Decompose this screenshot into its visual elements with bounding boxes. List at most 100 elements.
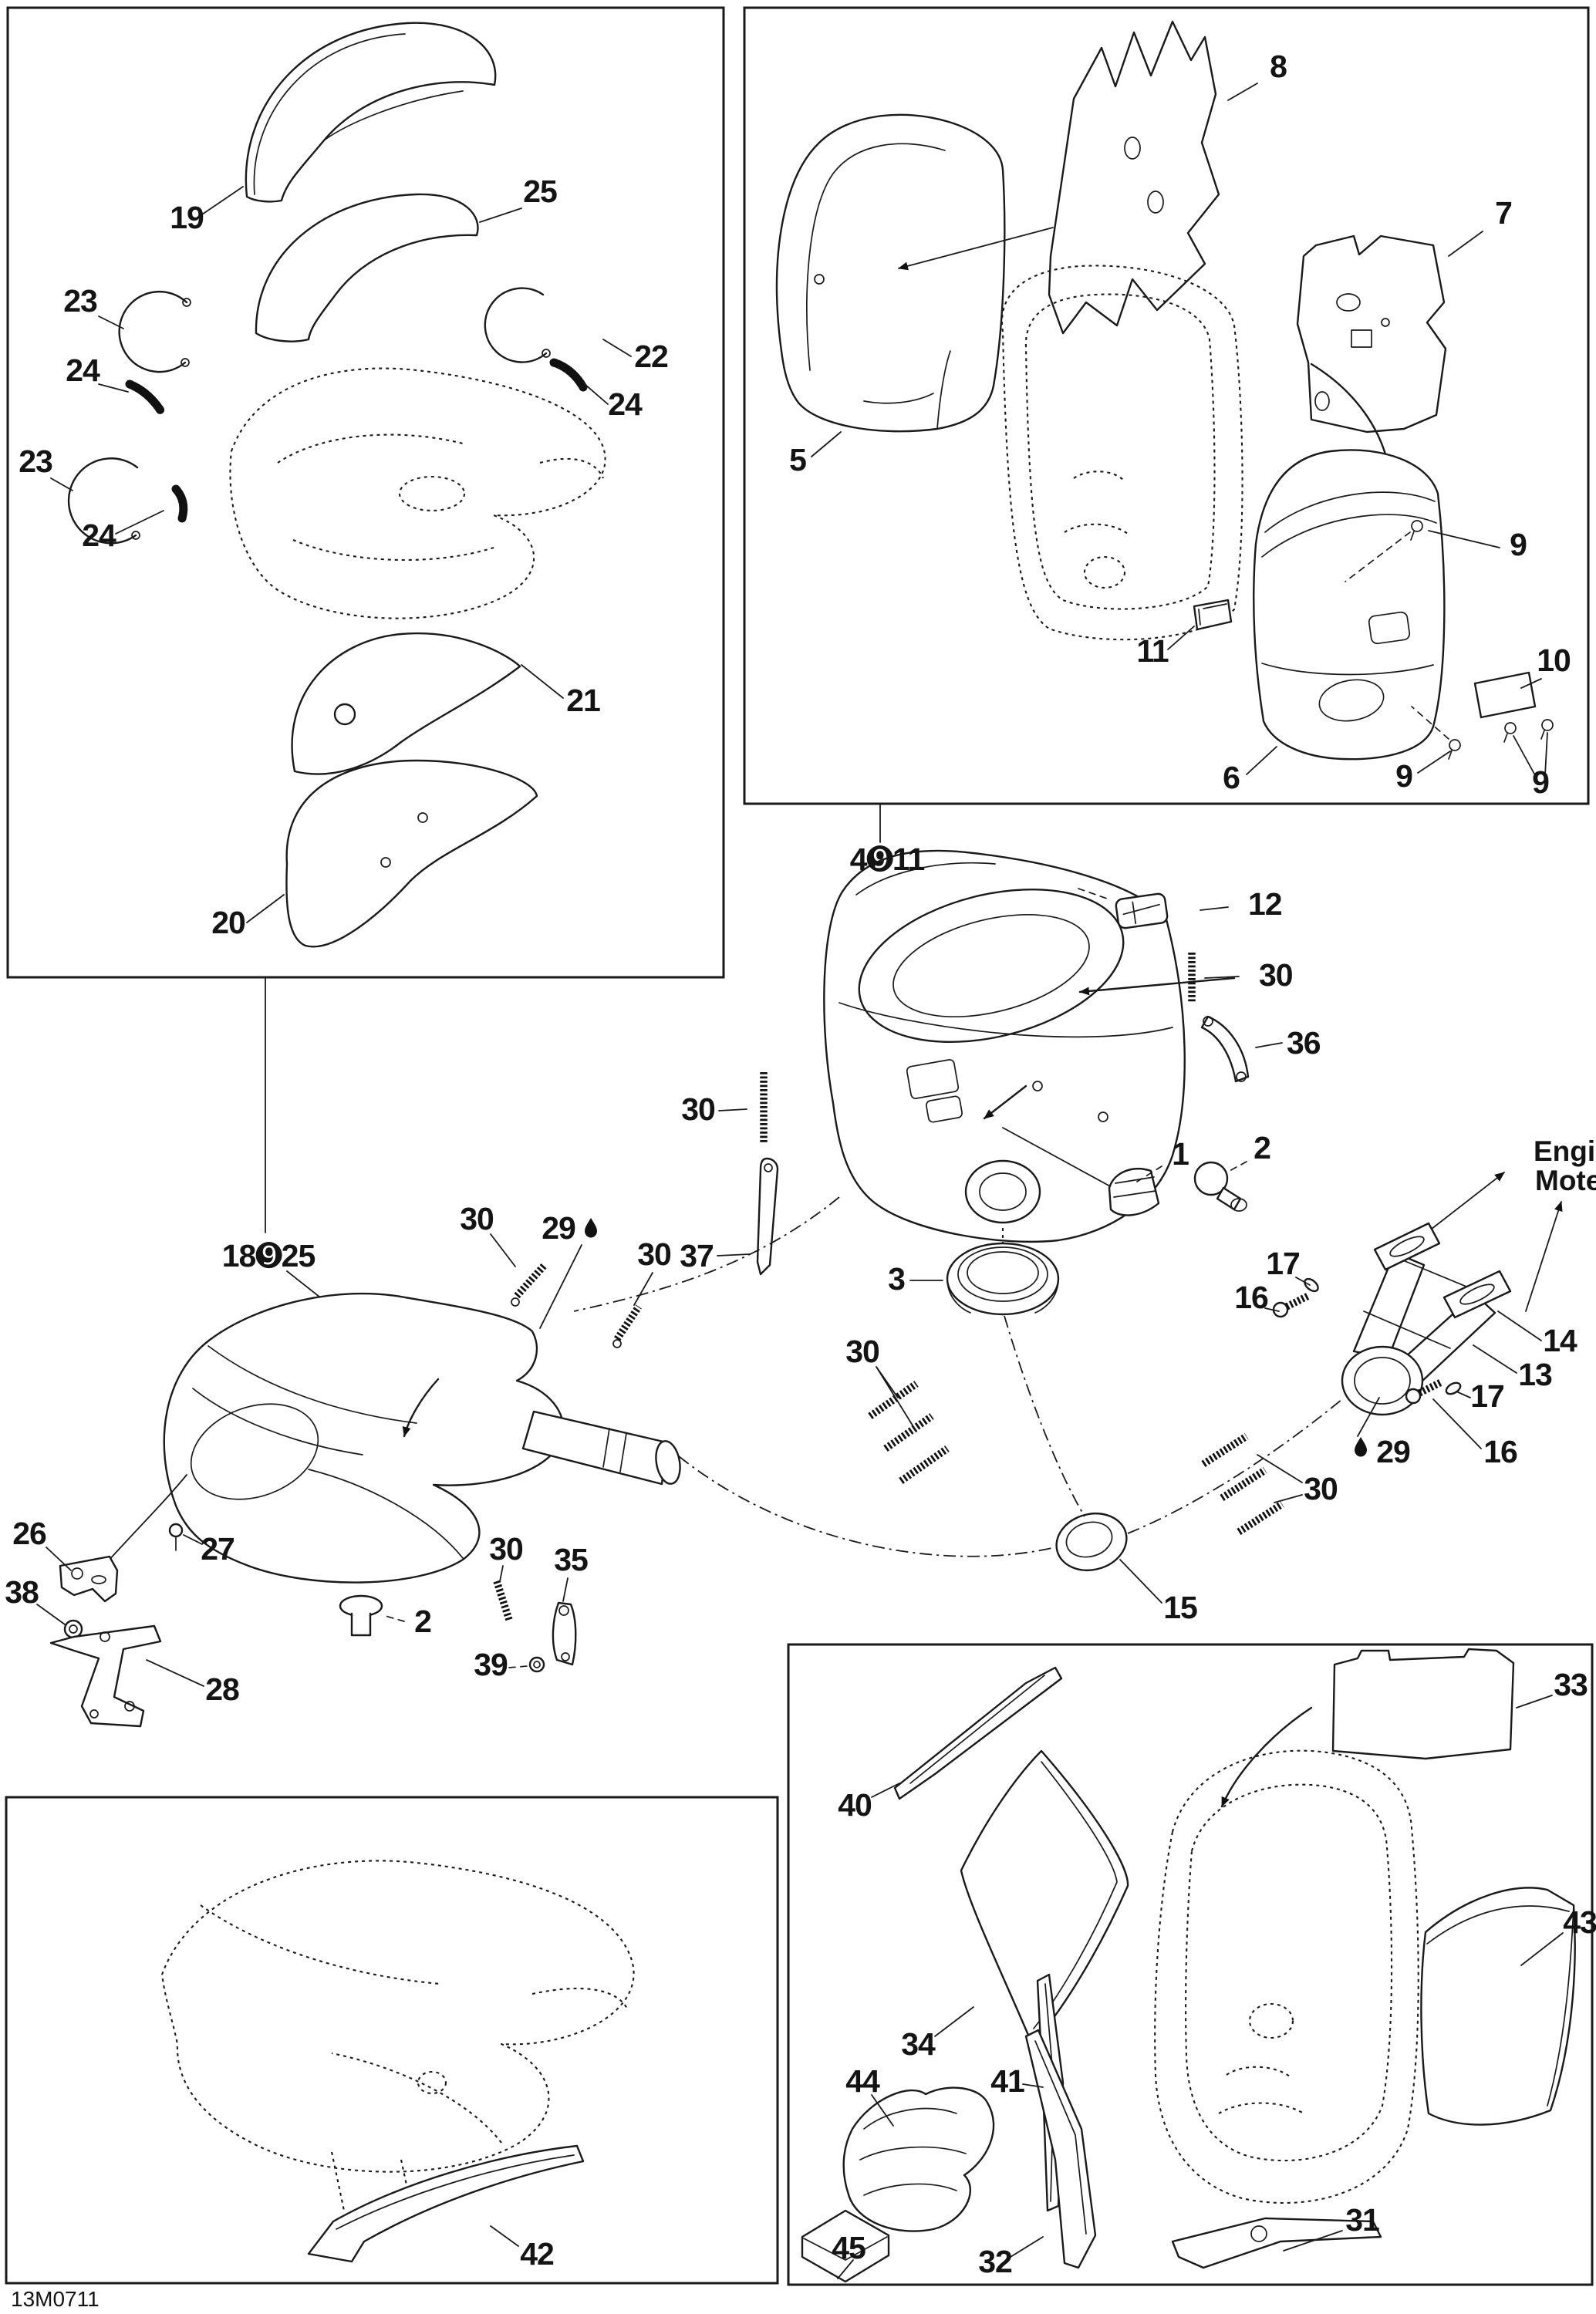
part-7-hole-b xyxy=(1381,318,1390,327)
part-39-nut xyxy=(528,1656,545,1673)
part-30-spring-m1 xyxy=(868,1381,919,1419)
callout-23a: 23 xyxy=(63,283,97,319)
fit-arrow-8-to-5 xyxy=(898,227,1054,271)
leader-8 xyxy=(1227,83,1258,101)
callout-41: 41 xyxy=(990,2063,1024,2099)
leader-43 xyxy=(1520,1932,1564,1966)
latch-arrow xyxy=(983,1084,1027,1120)
engine-label-line1: Engine / xyxy=(1534,1135,1596,1167)
routing-a xyxy=(573,1196,840,1312)
callout-30b: 30 xyxy=(681,1091,715,1127)
part-30-spring-g xyxy=(493,1580,513,1621)
callout-17a: 17 xyxy=(1266,1246,1300,1281)
callout-44: 44 xyxy=(845,2063,880,2099)
engine-arrow-a xyxy=(1420,1172,1505,1238)
part-30-spring-r2 xyxy=(1220,1467,1267,1501)
part-3-gasket-ring xyxy=(946,1242,1060,1316)
part-20-hole-b xyxy=(380,857,391,868)
screw-9-a xyxy=(1410,520,1423,541)
callout-7: 7 xyxy=(1495,195,1512,231)
stinger-end xyxy=(655,1440,681,1485)
part-42-heat-shield xyxy=(307,2144,585,2263)
leader-14 xyxy=(1497,1310,1542,1341)
leader-11 xyxy=(1167,626,1195,650)
callout-9b: 9 xyxy=(1395,758,1412,794)
part-45-shield xyxy=(801,2209,890,2283)
screw-9-d xyxy=(1540,719,1554,740)
callout-36: 36 xyxy=(1287,1025,1321,1061)
part-6-detail xyxy=(1261,491,1437,676)
callout-35: 35 xyxy=(554,1542,588,1577)
callout-13: 13 xyxy=(1518,1357,1552,1392)
part-7-hole-c xyxy=(1314,391,1330,411)
leader-37 xyxy=(717,1253,751,1257)
part-36-hole-b xyxy=(1236,1071,1247,1082)
fit-arrow-33 xyxy=(1220,1706,1313,1808)
callout-24c: 24 xyxy=(82,518,116,553)
callout-30e: 30 xyxy=(460,1201,494,1236)
callout-43: 43 xyxy=(1563,1904,1596,1940)
box-border-bottom-left xyxy=(5,1796,779,2285)
callout-22: 22 xyxy=(634,339,668,374)
callout-8: 8 xyxy=(1270,49,1287,84)
leader-17b xyxy=(1456,1391,1471,1398)
leader-27 xyxy=(183,1534,203,1545)
callout-30c: 30 xyxy=(845,1334,879,1369)
routing-d xyxy=(1127,1398,1343,1534)
leader-13 xyxy=(1473,1344,1517,1374)
part-30-spring-f xyxy=(614,1304,642,1341)
callout-26: 26 xyxy=(12,1516,46,1551)
leader-30a xyxy=(1204,976,1240,979)
part-25-cover xyxy=(255,193,479,342)
muffler-outlet xyxy=(964,1159,1041,1224)
part-24-spring-lower xyxy=(171,484,188,523)
part-18-tuned-pipe xyxy=(163,1292,565,1584)
leader-30d xyxy=(1257,1454,1303,1503)
leader-26 xyxy=(46,1547,72,1571)
part-17-clip-b xyxy=(1445,1381,1462,1395)
muffler-rivet-b xyxy=(1098,1111,1108,1122)
routing-c xyxy=(678,1456,1056,1557)
leader-5 xyxy=(811,431,842,457)
spring-hook-b xyxy=(612,1339,622,1348)
leader-28 xyxy=(146,1659,204,1687)
part-23-clamp-ring-lower xyxy=(67,457,139,545)
part-14-gaskets xyxy=(1373,1222,1512,1319)
leader-32 xyxy=(1010,2236,1044,2258)
part-13-manifold xyxy=(1341,1250,1496,1416)
part-32-strip xyxy=(1024,2029,1097,2269)
box-border-bottom-right xyxy=(787,1643,1594,2286)
callout-2a: 2 xyxy=(1254,1130,1270,1165)
leader-20 xyxy=(246,894,285,923)
muffler-latch-a xyxy=(906,1059,960,1099)
leader-9b xyxy=(1417,751,1451,774)
callout-4-11: 4➒11 xyxy=(850,842,925,877)
part-19-upper-cover xyxy=(245,22,497,203)
callout-28: 28 xyxy=(205,1671,239,1707)
screw-9-c xyxy=(1503,722,1517,743)
document-code: 13M0711 xyxy=(11,2287,100,2311)
part-30-spring-r1 xyxy=(1201,1433,1249,1467)
callout-33: 33 xyxy=(1554,1667,1588,1702)
part-2b-thumbscrew xyxy=(339,1594,383,1637)
callout-38: 38 xyxy=(5,1574,39,1610)
leader-42 xyxy=(490,2225,519,2247)
dash-9b-to-panel xyxy=(1411,706,1449,740)
part-22-end xyxy=(542,349,551,358)
leader-34 xyxy=(934,2006,974,2037)
callout-18-25: 18➒25 xyxy=(222,1238,315,1273)
routing-b xyxy=(1004,1315,1085,1517)
pipe-chamber xyxy=(190,1403,319,1500)
pipe-dotted-outline xyxy=(160,1860,635,2173)
callout-39: 39 xyxy=(474,1647,508,1682)
leader-6 xyxy=(1246,746,1277,775)
leader-21 xyxy=(521,664,564,699)
leader-40 xyxy=(871,1783,900,1798)
leader-31 xyxy=(1283,2230,1343,2252)
leader-2b xyxy=(382,1614,405,1622)
leader-35 xyxy=(562,1577,569,1602)
part-7-cutout xyxy=(1351,329,1372,348)
muffler-outline-dotted xyxy=(229,367,606,619)
assembly-mount-hardware: 26 27 38 28 2 30 35 39 xyxy=(5,1474,589,1728)
